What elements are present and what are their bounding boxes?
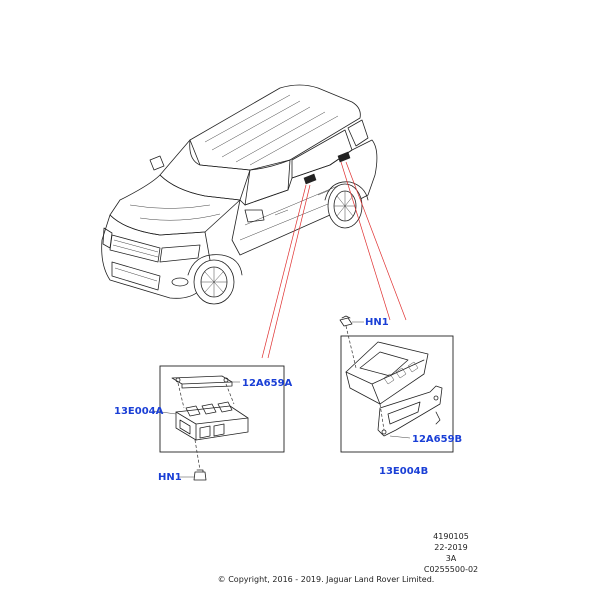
illustration-date: 22-2019 [434,543,467,552]
left-detail-box [153,365,285,481]
right-detail-box [339,315,454,453]
part-label-13e004b[interactable]: 13E004B [379,466,428,477]
part-label-12a659b[interactable]: 12A659B [412,434,462,445]
illustration-number: 4190105 [433,532,469,541]
part-label-hn1-right[interactable]: HN1 [365,317,389,328]
part-label-13e004a[interactable]: 13E004A [114,406,164,417]
vehicle-illustration [101,84,378,305]
part-label-hn1-left[interactable]: HN1 [158,472,182,483]
footer-info: 4190105 22-2019 3A C0255500-02 © Copyrig… [218,532,478,584]
illustration-code: C0255500-02 [424,565,478,574]
part-label-12a659a[interactable]: 12A659A [242,378,293,389]
part-labels: 12A659A 13E004A HN1 HN1 12A659B 13E004B [114,317,462,483]
copyright-notice: © Copyright, 2016 - 2019. Jaguar Land Ro… [218,575,435,584]
leader-lines [261,161,407,359]
illustration-revision: 3A [446,554,457,563]
